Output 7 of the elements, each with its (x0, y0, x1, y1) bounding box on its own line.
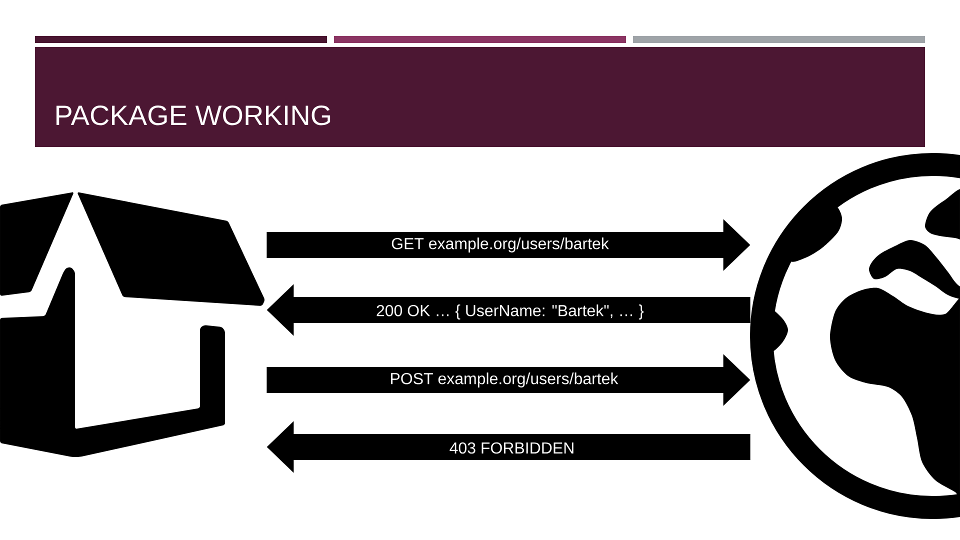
globe-icon (750, 153, 960, 519)
edge-label: 403 FORBIDDEN (450, 442, 574, 454)
title-bar: PACKAGE WORKING (35, 47, 925, 147)
edge-label: POST example.org/users/bartek (391, 372, 618, 388)
edge-label: GET example.org/users/bartek (392, 238, 609, 252)
open-box-icon (0, 192, 264, 457)
edge-label: 200 OK … { UserName: "Bartek", … } (376, 304, 644, 320)
